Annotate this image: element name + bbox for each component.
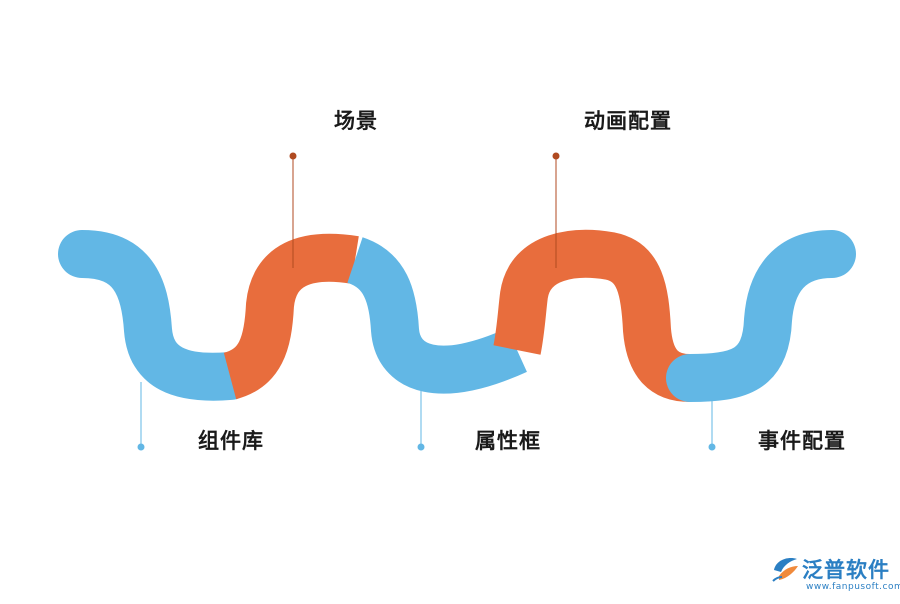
brand-name: 泛普软件	[802, 558, 890, 582]
leader-dot-property-panel	[417, 443, 425, 451]
wave-segment-property-panel	[345, 237, 527, 394]
wave-segment-component-library	[58, 230, 254, 401]
leader-dot-animation-config	[552, 152, 560, 160]
leader-dot-event-config	[708, 443, 716, 451]
leader-dot-scene	[289, 152, 297, 160]
wave-segment-scene	[222, 233, 359, 400]
wave-segment-event-config	[666, 230, 856, 402]
leader-lines	[137, 152, 716, 451]
fanpu-logo-icon	[772, 558, 798, 582]
stage-label-component-library: 组件库	[198, 429, 264, 453]
stage-label-property-panel: 属性框	[475, 429, 541, 453]
leader-dot-component-library	[137, 443, 145, 451]
brand-logo: 泛普软件 www.fanpusoft.com	[770, 552, 900, 596]
brand-url: www.fanpusoft.com	[806, 582, 900, 592]
stage-label-event-config: 事件配置	[758, 429, 846, 453]
stage-label-scene: 场景	[334, 109, 378, 133]
stage-label-animation-config: 动画配置	[584, 109, 672, 133]
wave-segment-animation-config	[493, 229, 692, 402]
